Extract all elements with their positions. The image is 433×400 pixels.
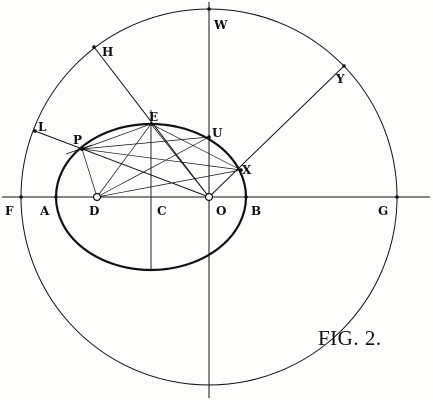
- label-U: U: [212, 126, 223, 140]
- point-U: [207, 135, 211, 139]
- line-D-X: [96, 169, 242, 198]
- line-O-Y: [208, 65, 345, 198]
- label-F: F: [5, 204, 14, 218]
- label-L: L: [38, 120, 47, 134]
- label-A: A: [39, 204, 50, 218]
- point-W: [207, 7, 211, 11]
- point-F: [19, 195, 23, 199]
- point-G: [395, 195, 399, 199]
- line-P-X: [81, 148, 242, 171]
- tick-at-P: [65, 144, 93, 155]
- line-P-D: [81, 148, 98, 198]
- point-A: [54, 195, 58, 199]
- focus-D: [92, 192, 102, 202]
- label-G: G: [378, 204, 388, 218]
- label-H: H: [102, 45, 113, 59]
- label-O: O: [216, 204, 226, 218]
- line-E-P: [81, 123, 152, 150]
- point-X: [239, 168, 243, 172]
- figure-caption: FIG. 2.: [318, 326, 382, 350]
- line-E-O: [150, 123, 210, 198]
- point-L: [33, 129, 37, 133]
- label-P: P: [73, 133, 82, 147]
- line-P-U: [81, 136, 210, 150]
- point-P: [80, 147, 84, 151]
- label-B: B: [251, 204, 261, 218]
- label-X: X: [242, 163, 252, 177]
- point-B: [244, 195, 248, 199]
- line-O-H: [93, 46, 210, 198]
- point-E: [149, 122, 153, 126]
- line-D-E: [96, 123, 152, 198]
- line-O-L: [34, 130, 210, 198]
- label-Y: Y: [335, 72, 345, 86]
- label-W: W: [213, 18, 228, 32]
- line-E-X: [150, 123, 242, 171]
- label-C: C: [157, 204, 167, 218]
- point-Y: [342, 64, 346, 68]
- point-H: [92, 45, 96, 49]
- label-E: E: [149, 110, 158, 124]
- label-D: D: [89, 204, 99, 218]
- line-D-U: [96, 136, 210, 198]
- focus-O: [204, 192, 214, 202]
